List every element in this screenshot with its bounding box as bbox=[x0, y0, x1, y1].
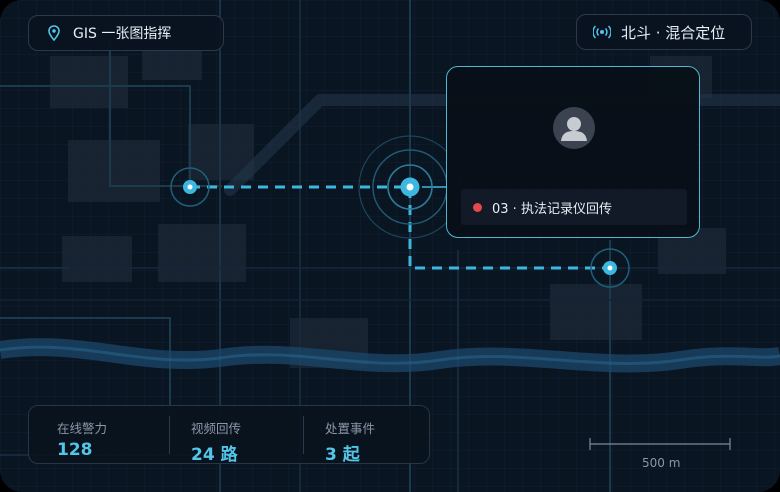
gis-title-badge[interactable]: GIS 一张图指挥 bbox=[28, 15, 224, 51]
scale-bar bbox=[589, 438, 731, 450]
unit-info-card[interactable]: 03 · 执法记录仪回传 bbox=[446, 66, 700, 238]
stat-value: 128 bbox=[57, 440, 93, 460]
river-center bbox=[0, 345, 780, 365]
radio-signal-icon bbox=[593, 23, 611, 41]
stat-label: 在线警力 bbox=[57, 421, 108, 436]
stat-label: 视频回传 bbox=[191, 421, 242, 436]
gis-title: GIS 一张图指挥 bbox=[73, 26, 172, 42]
divider bbox=[303, 416, 304, 454]
stats-panel: 在线警力 128 视频回传 24 路 处置事件 3 起 bbox=[28, 405, 430, 465]
stat-label: 处置事件 bbox=[325, 421, 376, 436]
divider bbox=[169, 416, 170, 454]
stat-online-police: 在线警力 128 bbox=[57, 418, 107, 460]
positioning-mode-badge[interactable]: 北斗 · 混合定位 bbox=[576, 14, 752, 50]
marker-end[interactable] bbox=[590, 248, 630, 288]
scale-label: 500 m bbox=[642, 456, 681, 470]
patrol-route[interactable] bbox=[190, 185, 610, 270]
marker-start[interactable] bbox=[170, 167, 210, 207]
stat-incidents: 处置事件 3 起 bbox=[325, 418, 375, 465]
stat-value: 3 起 bbox=[325, 445, 360, 465]
stat-video-feeds: 视频回传 24 路 bbox=[191, 418, 241, 465]
map-pin-icon bbox=[45, 24, 63, 42]
stat-value: 24 路 bbox=[191, 445, 238, 465]
user-avatar-icon bbox=[553, 107, 595, 149]
video-feed-label[interactable]: 03 · 执法记录仪回传 bbox=[461, 189, 687, 225]
video-feed-text: 03 · 执法记录仪回传 bbox=[492, 201, 612, 217]
building-blocks bbox=[50, 48, 726, 368]
positioning-mode-label: 北斗 · 混合定位 bbox=[621, 23, 726, 42]
recording-status-dot bbox=[473, 202, 482, 212]
